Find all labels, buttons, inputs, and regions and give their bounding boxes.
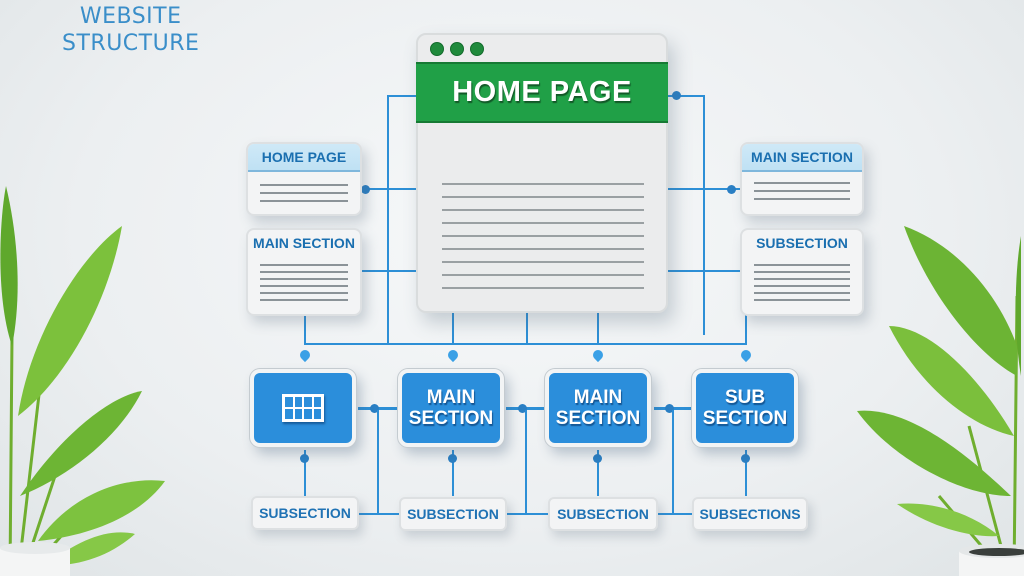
card-label: SUBSECTION <box>756 235 848 251</box>
connector-line <box>500 513 550 515</box>
window-controls <box>430 42 484 56</box>
card-label: MAIN SECTION <box>742 144 862 172</box>
connector-line <box>377 410 379 514</box>
connector-line <box>525 410 527 514</box>
arrow-down-icon <box>590 347 606 363</box>
connector-line <box>664 95 704 97</box>
blue-box-main-section[interactable]: MAIN SECTION <box>545 369 651 447</box>
home-page-banner: HOME PAGE <box>416 62 668 123</box>
connector-line <box>597 309 599 345</box>
window-dot-icon <box>430 42 444 56</box>
box-label-line-2: SECTION <box>555 408 641 429</box>
connector-bus <box>304 343 746 345</box>
connector-line <box>745 313 747 345</box>
subsection-pill[interactable]: SUBSECTION <box>251 496 359 530</box>
connector-line <box>672 410 674 514</box>
blue-box-sub-section[interactable]: SUB SECTION <box>692 369 798 447</box>
title-line-2: STRUCTURE <box>62 31 200 56</box>
diagram-title: WEBSITE STRUCTURE <box>62 3 199 57</box>
connector-line <box>361 270 417 272</box>
connector-line <box>664 188 740 190</box>
connector-node-icon <box>448 454 457 463</box>
connector-line <box>597 450 599 496</box>
connector-line <box>387 95 389 345</box>
connector-node-icon <box>518 404 527 413</box>
connector-line <box>365 188 417 190</box>
connector-line <box>304 450 306 496</box>
connector-line <box>745 450 747 496</box>
connector-node-icon <box>300 454 309 463</box>
plant-left-icon <box>0 186 165 576</box>
blue-box-grid[interactable] <box>250 369 356 447</box>
title-line-1: WEBSITE <box>79 4 182 29</box>
arrow-down-icon <box>297 347 313 363</box>
connector-line <box>650 513 695 515</box>
subsection-pill[interactable]: SUBSECTION <box>548 497 658 531</box>
subsection-pill[interactable]: SUBSECTIONS <box>692 497 808 531</box>
arrow-down-icon <box>445 347 461 363</box>
connector-node-icon <box>727 185 736 194</box>
box-label-line-1: MAIN <box>573 387 623 408</box>
connector-node-icon <box>741 454 750 463</box>
connector-line <box>452 309 454 345</box>
left-card-home-page[interactable]: HOME PAGE <box>246 142 362 216</box>
connector-line <box>664 270 740 272</box>
card-label: MAIN SECTION <box>253 235 355 251</box>
connector-line <box>304 313 306 345</box>
connector-node-icon <box>361 185 370 194</box>
connector-line <box>703 95 705 335</box>
left-card-main-section[interactable]: MAIN SECTION <box>246 228 362 316</box>
home-page-window[interactable]: HOME PAGE <box>416 33 668 313</box>
connector-node-icon <box>672 91 681 100</box>
right-card-main-section[interactable]: MAIN SECTION <box>740 142 864 216</box>
box-label-line-1: MAIN <box>426 387 476 408</box>
box-label-line-2: SECTION <box>408 408 494 429</box>
arrow-down-icon <box>738 347 754 363</box>
plant-right-icon <box>857 226 1024 576</box>
connector-node-icon <box>593 454 602 463</box>
connector-node-icon <box>665 404 674 413</box>
connector-line <box>355 513 401 515</box>
content-lines <box>442 183 644 300</box>
card-label: HOME PAGE <box>248 144 360 172</box>
window-dot-icon <box>470 42 484 56</box>
connector-line <box>526 309 528 343</box>
subsection-pill[interactable]: SUBSECTION <box>399 497 507 531</box>
box-label-line-2: SECTION <box>702 408 788 429</box>
grid-icon <box>282 394 324 422</box>
right-card-subsection[interactable]: SUBSECTION <box>740 228 864 316</box>
connector-node-icon <box>370 404 379 413</box>
box-label-line-1: SUB <box>724 387 766 408</box>
window-dot-icon <box>450 42 464 56</box>
connector-line <box>387 95 417 97</box>
blue-box-main-section[interactable]: MAIN SECTION <box>398 369 504 447</box>
connector-line <box>452 450 454 496</box>
